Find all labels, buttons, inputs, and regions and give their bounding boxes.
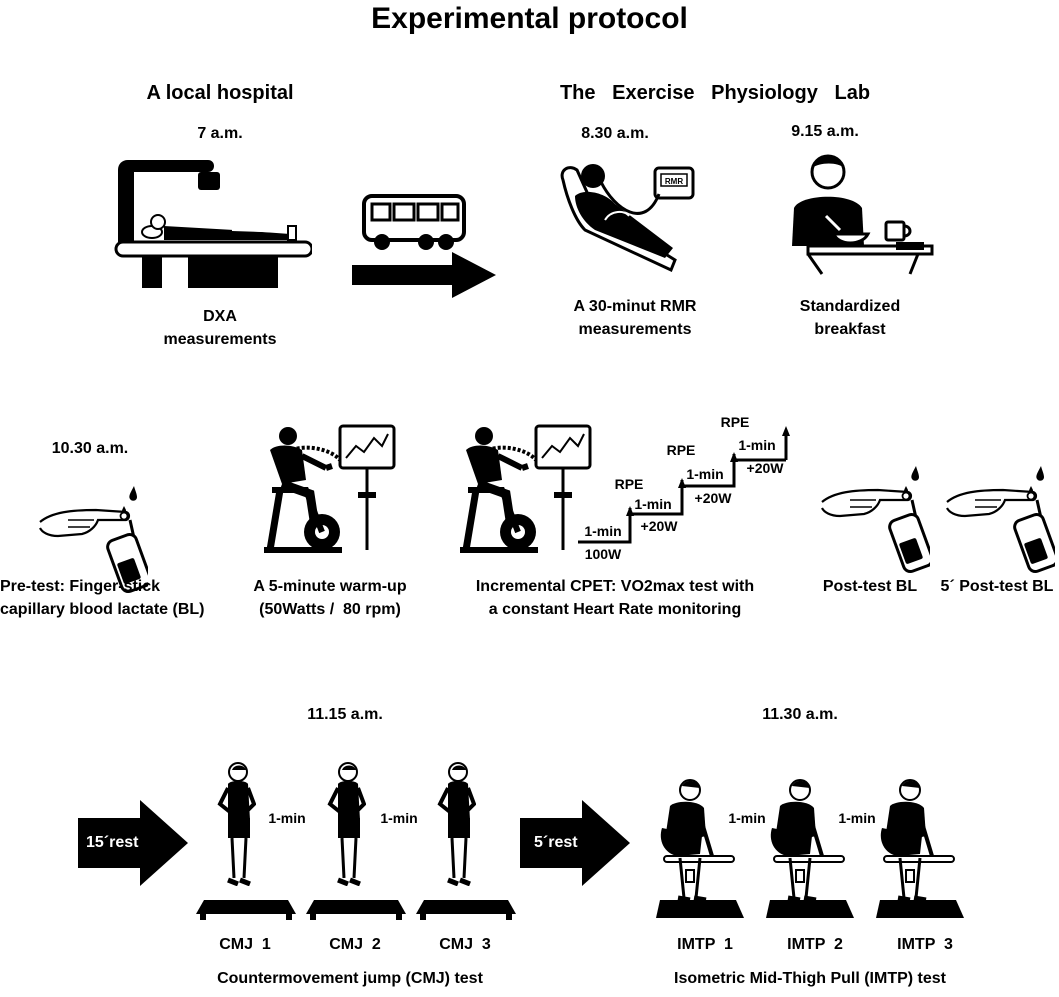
warmup-label-line2: (50Watts / 80 rpm)	[259, 601, 401, 618]
post5-test-lactate-icon	[945, 464, 1055, 576]
breakfast-label-line2: breakfast	[814, 321, 886, 338]
cpet-step1-duration: 1-min	[584, 523, 622, 539]
bus-icon	[362, 194, 466, 250]
section-hospital: A local hospital	[146, 82, 294, 104]
cpet-step1-watts: 100W	[584, 546, 622, 562]
dxa-scanner-icon	[114, 160, 312, 288]
cpet-step2-duration: 1-min	[634, 496, 672, 512]
cmj2-mat-icon	[306, 900, 406, 920]
cpet-step4-watts: +20W	[746, 460, 784, 476]
time-7am: 7 a.m.	[197, 125, 243, 142]
section-lab: The Exercise Physiology Lab	[559, 82, 871, 104]
cmj-interval-1: 1-min	[268, 810, 306, 826]
imtp3-figure-icon	[876, 776, 966, 921]
warmup-label-line1: A 5-minute warm-up	[253, 578, 407, 595]
cmj2-jumper-icon	[326, 760, 366, 886]
cpet-step3-duration: 1-min	[686, 466, 724, 482]
cpet-step3-watts: +20W	[694, 490, 732, 506]
dxa-label-line1: DXA	[203, 308, 237, 325]
cmj2-label: CMJ 2	[329, 936, 381, 953]
post-test-lactate-icon	[820, 464, 930, 576]
time-915am: 9.15 a.m.	[791, 123, 859, 140]
rest15-arrow-icon	[78, 800, 188, 886]
imtp-caption: Isometric Mid-Thigh Pull (IMTP) test	[674, 970, 946, 987]
time-1030am: 10.30 a.m.	[51, 440, 129, 457]
transfer-arrow-icon	[352, 252, 496, 298]
time-1115am: 11.15 a.m.	[307, 706, 383, 723]
rmr-label-line1: A 30-minut RMR	[573, 298, 697, 315]
post-bl-label: Post-test BL	[822, 578, 918, 595]
post5-bl-label: 5´ Post-test BL	[940, 578, 1054, 595]
time-830am: 8.30 a.m.	[581, 125, 649, 142]
imtp-interval-1: 1-min	[728, 810, 766, 826]
imtp1-figure-icon	[656, 776, 746, 921]
time-1130am: 11.30 a.m.	[762, 706, 838, 723]
rmr-label-line2: measurements	[578, 321, 692, 338]
imtp2-label: IMTP 2	[787, 936, 843, 953]
rest15-label: 15´rest	[86, 834, 139, 851]
cpet-step2-rpe: RPE	[614, 476, 644, 492]
bike-warmup-icon	[262, 420, 402, 560]
cpet-label-line2: a constant Heart Rate monitoring	[488, 601, 742, 618]
imtp-interval-2: 1-min	[838, 810, 876, 826]
imtp3-label: IMTP 3	[897, 936, 953, 953]
breakfast-icon	[792, 154, 934, 275]
cmj-caption: Countermovement jump (CMJ) test	[217, 970, 483, 987]
dxa-label-line2: measurements	[163, 331, 277, 348]
rest5-label: 5´rest	[534, 834, 578, 851]
cmj1-label: CMJ 1	[219, 936, 271, 953]
imtp2-figure-icon	[766, 776, 856, 921]
cpet-label-line1: Incremental CPET: VO2max test with	[475, 578, 755, 595]
cpet-staircase-icon	[578, 426, 790, 544]
cmj3-mat-icon	[416, 900, 516, 920]
rmr-measurement-icon: RMR	[560, 164, 695, 273]
cpet-step4-rpe: RPE	[720, 414, 750, 430]
cmj1-jumper-icon	[216, 760, 256, 886]
cpet-step4-duration: 1-min	[738, 437, 776, 453]
cpet-step2-watts: +20W	[640, 518, 678, 534]
pretest-label-line2: capillary blood lactate (BL)	[0, 601, 205, 618]
cpet-step3-rpe: RPE	[666, 442, 696, 458]
imtp1-label: IMTP 1	[677, 936, 733, 953]
cmj3-jumper-icon	[436, 760, 476, 886]
page-title: Experimental protocol	[371, 2, 688, 35]
cmj1-mat-icon	[196, 900, 296, 920]
cmj-interval-2: 1-min	[380, 810, 418, 826]
rmr-screen-label: RMR	[665, 177, 683, 186]
pretest-label-line1: Pre-test: Finger-stick	[0, 578, 161, 595]
rest5-arrow-icon	[520, 800, 630, 886]
cmj3-label: CMJ 3	[439, 936, 491, 953]
breakfast-label-line1: Standardized	[799, 298, 901, 315]
